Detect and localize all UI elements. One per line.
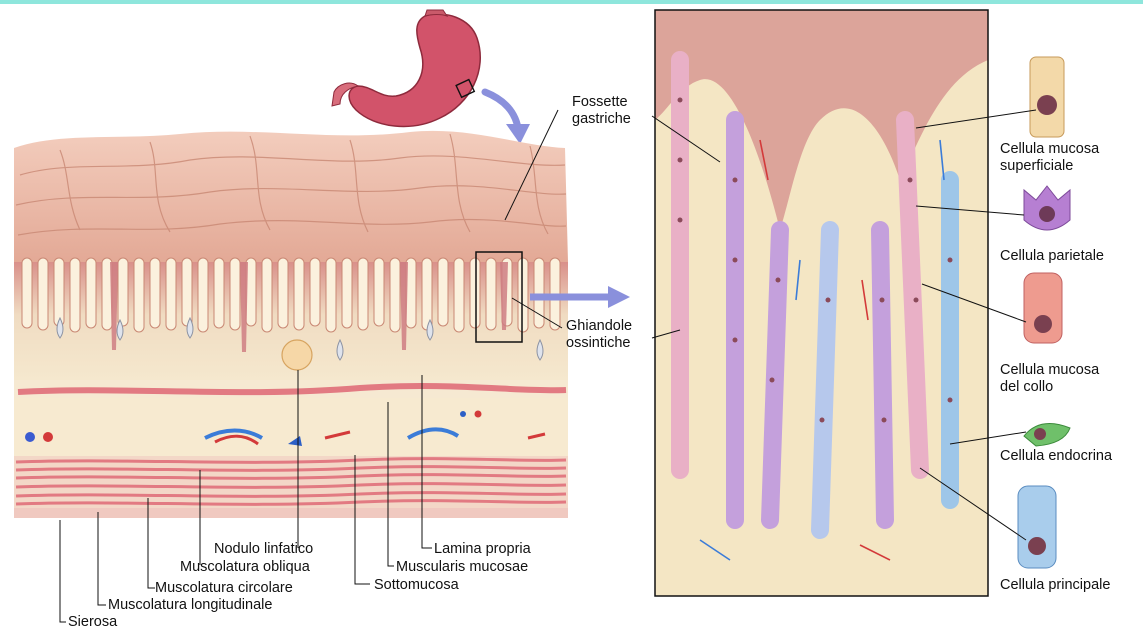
label-ghiandole-ossintiche: Ghiandole ossintiche xyxy=(566,318,632,352)
label-cellula-mucosa-collo: Cellula mucosa del collo xyxy=(1000,362,1099,396)
label-cellula-principale: Cellula principale xyxy=(1000,577,1110,594)
label-sierosa: Sierosa xyxy=(68,614,117,631)
label-muscularis-mucosae: Muscularis mucosae xyxy=(396,559,528,576)
stomach-icon xyxy=(332,10,480,126)
label-cellula-mucosa-superficiale: Cellula mucosa superficiale xyxy=(1000,141,1099,175)
label-muscolatura-longitudinale: Muscolatura longitudinale xyxy=(108,597,272,614)
label-fossette-gastriche: Fossette gastriche xyxy=(572,94,631,128)
stomach-wall-section xyxy=(14,131,568,518)
cell-endocrina-icon xyxy=(1024,424,1070,447)
label-cellula-parietale: Cellula parietale xyxy=(1000,248,1104,265)
cell-principale-icon xyxy=(1018,486,1056,568)
label-cellula-endocrina: Cellula endocrina xyxy=(1000,448,1112,465)
zoom-arrow-curved xyxy=(485,92,518,128)
label-muscolatura-circolare: Muscolatura circolare xyxy=(155,580,293,597)
label-nodulo-linfatico: Nodulo linfatico xyxy=(214,541,313,558)
label-lamina-propria: Lamina propria xyxy=(434,541,531,558)
cell-icons xyxy=(1018,57,1070,568)
label-sottomucosa: Sottomucosa xyxy=(374,577,459,594)
label-muscolatura-obliqua: Muscolatura obliqua xyxy=(180,559,310,576)
gland-detail-panel xyxy=(655,10,988,596)
lymph-nodule xyxy=(282,340,312,370)
zoom-arrow-right xyxy=(608,286,630,308)
